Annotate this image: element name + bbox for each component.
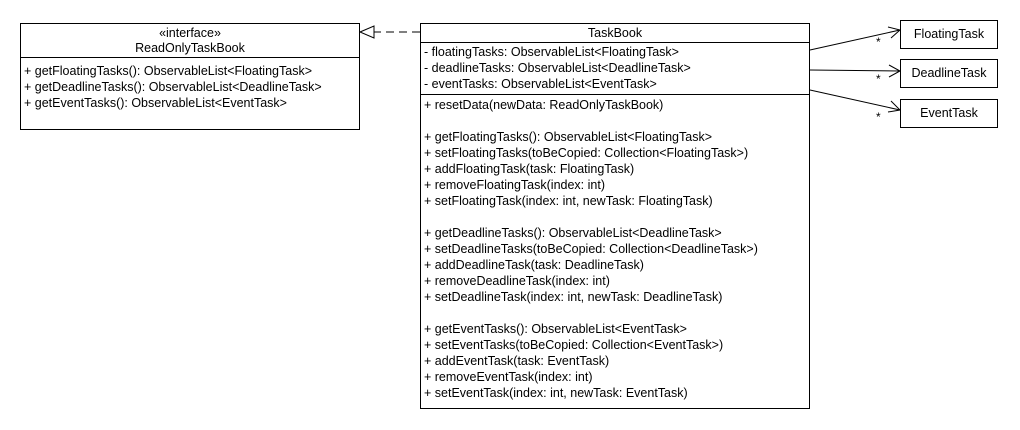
interface-method: + getEventTasks(): ObservableList<EventT… bbox=[24, 96, 287, 110]
taskbook-method: + addFloatingTask(task: FloatingTask) bbox=[424, 162, 635, 176]
taskbook-attribute: - floatingTasks: ObservableList<Floating… bbox=[424, 45, 679, 59]
interface-method: + getFloatingTasks(): ObservableList<Flo… bbox=[24, 64, 312, 78]
floatingtask-multiplicity: * bbox=[876, 35, 881, 49]
taskbook-method: + getFloatingTasks(): ObservableList<Flo… bbox=[424, 130, 712, 144]
association-event-arrowhead bbox=[887, 100, 902, 113]
eventtask-multiplicity: * bbox=[876, 110, 881, 124]
taskbook-method: + removeFloatingTask(index: int) bbox=[424, 178, 605, 192]
taskbook-method: + setDeadlineTask(index: int, newTask: D… bbox=[424, 290, 723, 304]
interface-stereotype: «interface» bbox=[159, 26, 221, 40]
taskbook-attributes: - floatingTasks: ObservableList<Floating… bbox=[421, 43, 809, 94]
taskbook-method: + addEventTask(task: EventTask) bbox=[424, 354, 610, 368]
taskbook-method: + getDeadlineTasks(): ObservableList<Dea… bbox=[424, 226, 722, 240]
method-group-spacer bbox=[424, 209, 806, 225]
taskbook-method: + resetData(newData: ReadOnlyTaskBook) bbox=[424, 98, 664, 112]
taskbook-method: + getEventTasks(): ObservableList<EventT… bbox=[424, 322, 687, 336]
deadlinetask-class: DeadlineTask bbox=[900, 59, 998, 88]
taskbook-method: + setFloatingTasks(toBeCopied: Collectio… bbox=[424, 146, 749, 160]
floatingtask-class: FloatingTask bbox=[900, 20, 998, 49]
interface-methods: + getFloatingTasks(): ObservableList<Flo… bbox=[21, 58, 359, 113]
taskbook-methods: + resetData(newData: ReadOnlyTaskBook) +… bbox=[421, 94, 809, 403]
interface-method: + getDeadlineTasks(): ObservableList<Dea… bbox=[24, 80, 322, 94]
method-group-spacer bbox=[424, 305, 806, 321]
eventtask-name: EventTask bbox=[920, 106, 978, 120]
taskbook-method: + setDeadlineTasks(toBeCopied: Collectio… bbox=[424, 242, 758, 256]
eventtask-class: EventTask bbox=[900, 99, 998, 128]
association-event-line bbox=[809, 89, 901, 111]
taskbook-attribute: - eventTasks: ObservableList<EventTask> bbox=[424, 77, 657, 91]
taskbook-name: TaskBook bbox=[587, 26, 643, 40]
taskbook-method: + removeEventTask(index: int) bbox=[424, 370, 593, 384]
association-deadline-line bbox=[809, 69, 901, 72]
deadlinetask-name: DeadlineTask bbox=[911, 66, 987, 80]
taskbook-method: + setEventTask(index: int, newTask: Even… bbox=[424, 386, 688, 400]
taskbook-class: TaskBook - floatingTasks: ObservableList… bbox=[420, 23, 810, 409]
taskbook-method: + removeDeadlineTask(index: int) bbox=[424, 274, 610, 288]
interface-header: «interface» ReadOnlyTaskBook bbox=[21, 24, 359, 58]
floatingtask-name: FloatingTask bbox=[913, 27, 985, 41]
taskbook-method: + setEventTasks(toBeCopied: Collection<E… bbox=[424, 338, 724, 352]
taskbook-method: + setFloatingTask(index: int, newTask: F… bbox=[424, 194, 713, 208]
taskbook-attribute: - deadlineTasks: ObservableList<Deadline… bbox=[424, 61, 691, 75]
deadlinetask-multiplicity: * bbox=[876, 72, 881, 86]
interface-name: ReadOnlyTaskBook bbox=[135, 41, 245, 55]
taskbook-header: TaskBook bbox=[421, 24, 809, 43]
realization-arrowhead bbox=[358, 25, 375, 39]
method-group-spacer bbox=[424, 113, 806, 129]
taskbook-method: + addDeadlineTask(task: DeadlineTask) bbox=[424, 258, 644, 272]
readonlytaskbook-interface: «interface» ReadOnlyTaskBook + getFloati… bbox=[20, 23, 360, 130]
association-floating-line bbox=[809, 29, 901, 51]
